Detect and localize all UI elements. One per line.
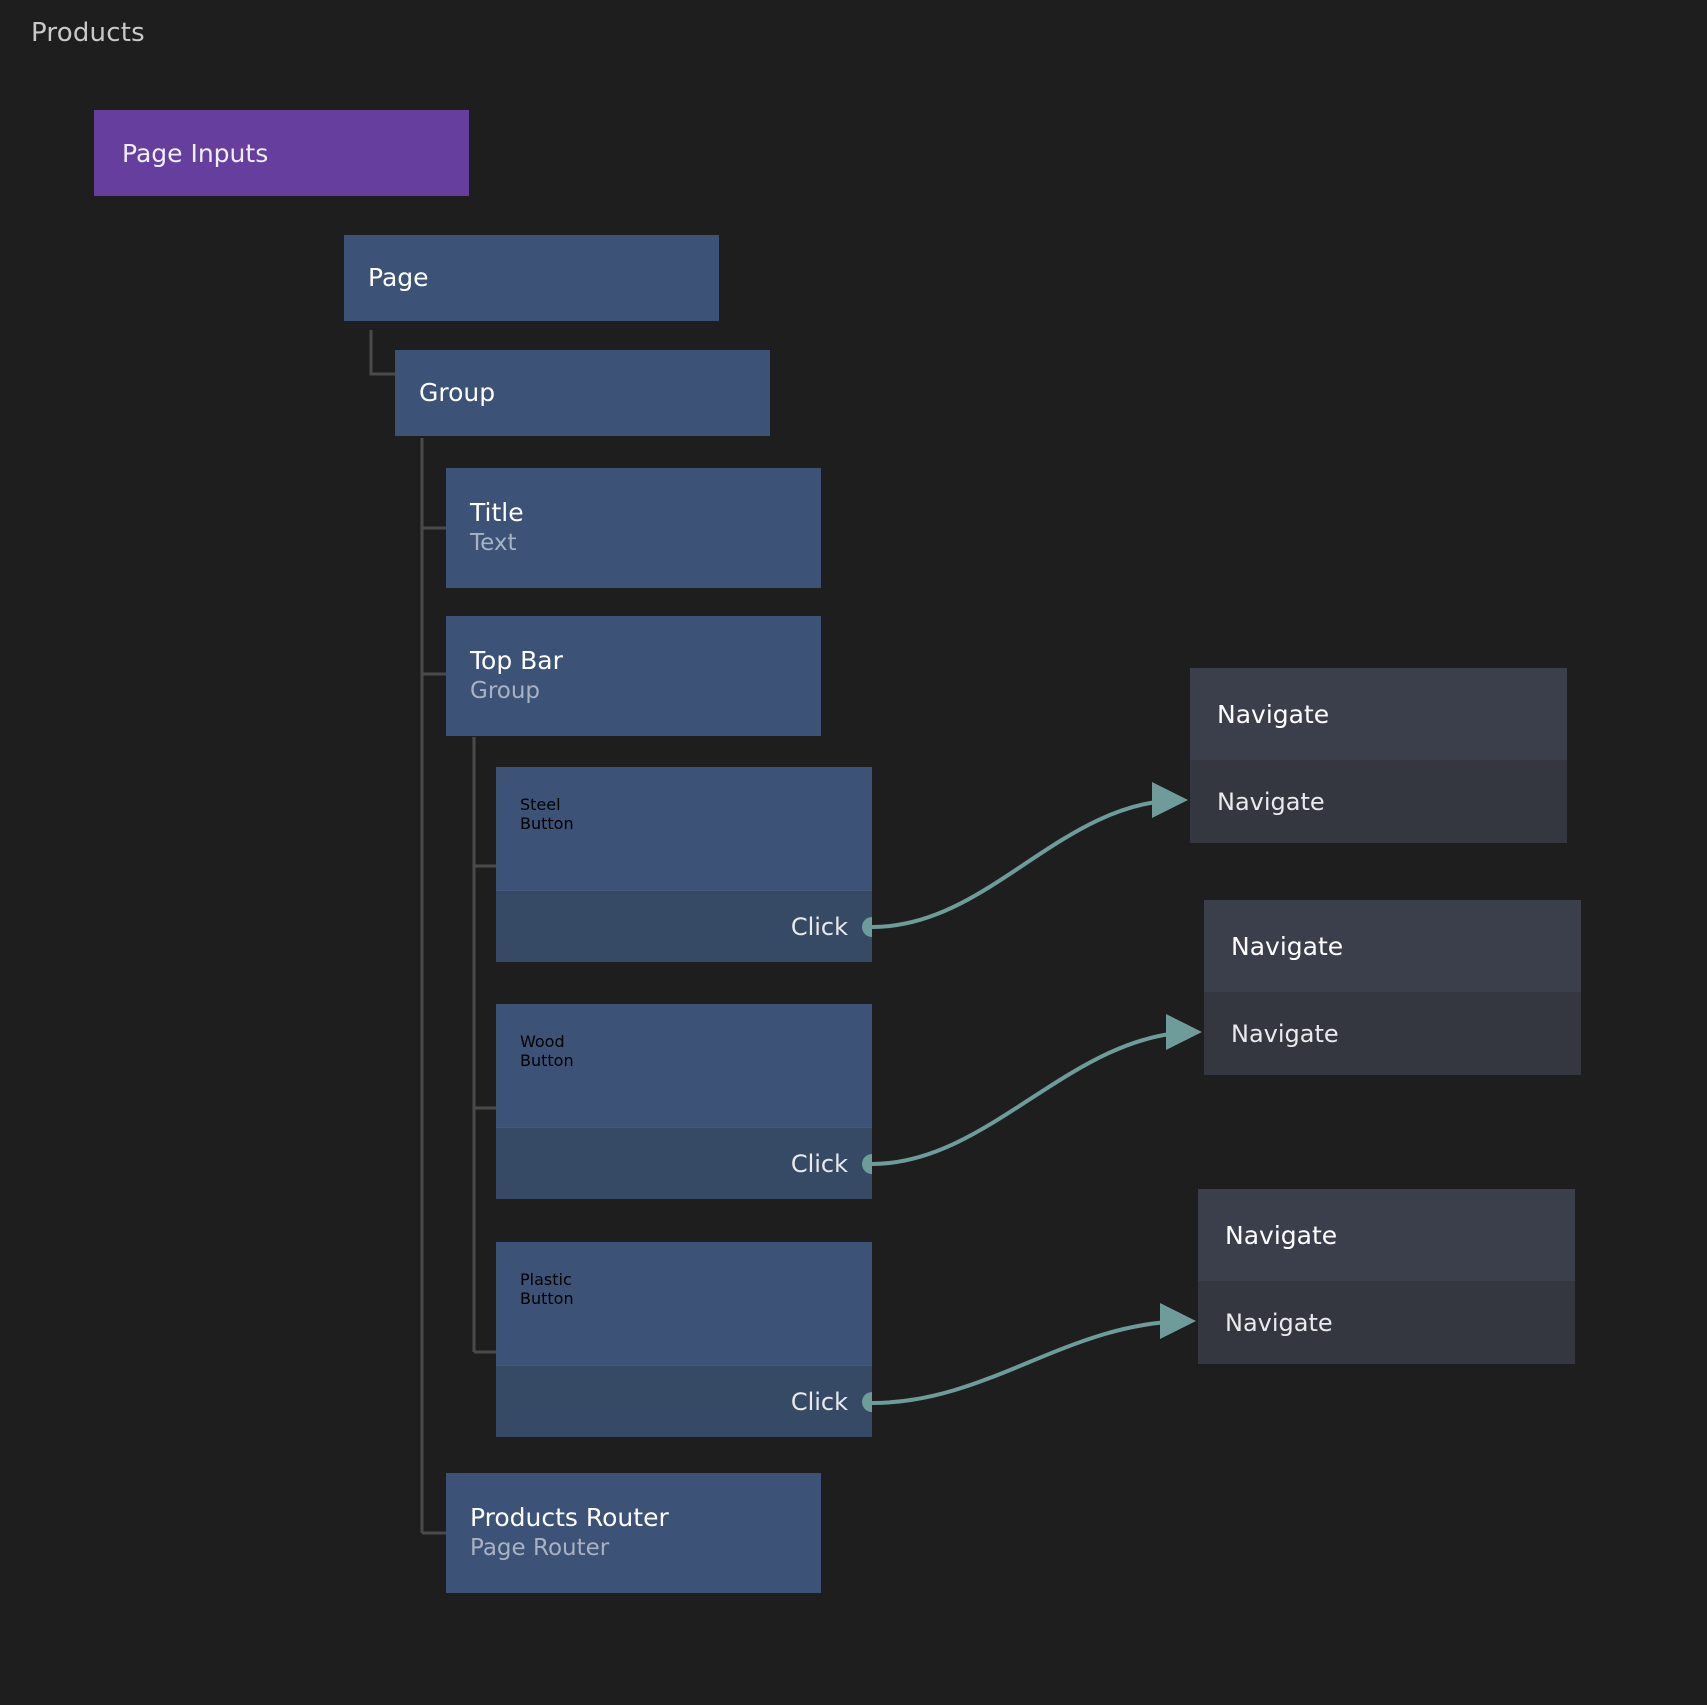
node-page-inputs[interactable]: Page Inputs (94, 110, 469, 196)
navigate-steel-header: Navigate (1190, 668, 1567, 760)
page-inputs-label: Page Inputs (122, 138, 269, 168)
node-plastic-events: Click (496, 1365, 872, 1437)
event-label-plastic-click: Click (790, 1387, 848, 1416)
node-products-router-title: Products Router (470, 1502, 669, 1532)
edge-wood-click-to-navigate (870, 1014, 1202, 1166)
node-steel[interactable]: Steel Button Click (496, 767, 872, 962)
node-wood-title: Wood (520, 1032, 565, 1051)
edge-steel-click-to-navigate (870, 782, 1188, 929)
node-products-router-subtitle: Page Router (470, 1535, 610, 1562)
node-navigate-wood[interactable]: Navigate Navigate (1204, 900, 1581, 1075)
event-row-plastic-click[interactable]: Click (496, 1366, 872, 1437)
navigate-plastic-header: Navigate (1198, 1189, 1575, 1281)
node-plastic-title: Plastic (520, 1270, 572, 1289)
output-port-icon[interactable] (862, 1391, 872, 1412)
node-steel-title: Steel (520, 795, 561, 814)
node-navigate-plastic[interactable]: Navigate Navigate (1198, 1189, 1575, 1364)
node-wood-subtitle: Button (520, 1051, 574, 1070)
node-steel-subtitle: Button (520, 814, 574, 833)
node-top-bar-subtitle: Group (470, 678, 541, 705)
node-group[interactable]: Group (395, 350, 770, 436)
event-label-steel-click: Click (790, 912, 848, 941)
navigate-wood-title: Navigate (1231, 931, 1344, 961)
node-top-bar[interactable]: Top Bar Group (446, 616, 821, 736)
navigate-plastic-body[interactable]: Navigate (1198, 1281, 1575, 1364)
navigate-wood-body[interactable]: Navigate (1204, 992, 1581, 1075)
navigate-steel-row: Navigate (1217, 787, 1325, 816)
node-plastic-subtitle: Button (520, 1289, 574, 1308)
event-row-wood-click[interactable]: Click (496, 1128, 872, 1199)
node-title-subtitle: Text (470, 530, 517, 557)
node-page-title: Page (368, 263, 429, 293)
node-title-title: Title (470, 497, 524, 527)
node-top-bar-title: Top Bar (470, 645, 563, 675)
node-title[interactable]: Title Text (446, 468, 821, 588)
edge-plastic-click-to-navigate (870, 1303, 1196, 1405)
node-plastic[interactable]: Plastic Button Click (496, 1242, 872, 1437)
navigate-steel-title: Navigate (1217, 699, 1330, 729)
node-group-title: Group (419, 378, 496, 408)
node-navigate-steel[interactable]: Navigate Navigate (1190, 668, 1567, 843)
event-row-steel-click[interactable]: Click (496, 891, 872, 962)
node-wood-events: Click (496, 1127, 872, 1199)
node-steel-events: Click (496, 890, 872, 962)
page-title: Products (31, 18, 145, 48)
node-products-router[interactable]: Products Router Page Router (446, 1473, 821, 1593)
navigate-wood-row: Navigate (1231, 1019, 1339, 1048)
navigate-plastic-row: Navigate (1225, 1308, 1333, 1337)
event-label-wood-click: Click (790, 1149, 848, 1178)
navigate-wood-header: Navigate (1204, 900, 1581, 992)
node-wood[interactable]: Wood Button Click (496, 1004, 872, 1199)
output-port-icon[interactable] (862, 1153, 872, 1174)
node-page[interactable]: Page (344, 235, 719, 321)
output-port-icon[interactable] (862, 916, 872, 937)
navigate-plastic-title: Navigate (1225, 1220, 1338, 1250)
navigate-steel-body[interactable]: Navigate (1190, 760, 1567, 843)
